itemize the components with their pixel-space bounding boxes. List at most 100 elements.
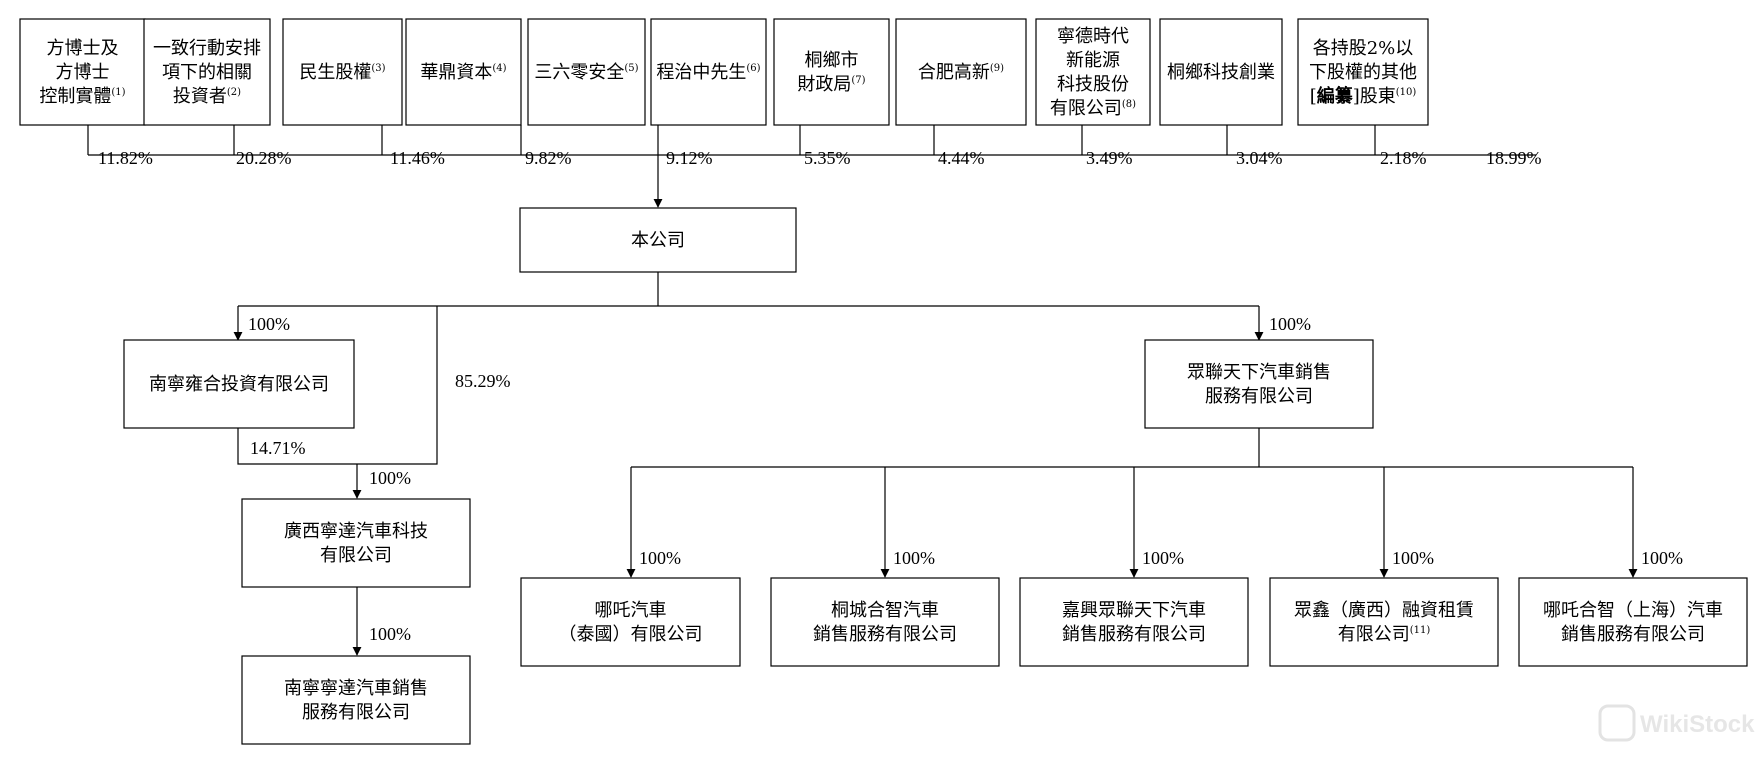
shareholder-box-3-frame: [282, 18, 403, 126]
shareholder-pct-2: 20.28%: [236, 148, 292, 168]
entity-name-segment: 銷售服務有限公司: [1561, 624, 1705, 645]
percentage-labels: 11.82%20.28%11.46%9.82%9.12%5.35%4.44%3.…: [98, 148, 1683, 644]
subsidiary-pct-2: 100%: [893, 548, 935, 568]
shareholder-box-2-line-3: 投資者(2)​: [173, 86, 241, 107]
entity-name-segment: 桐城合智汽車: [831, 600, 939, 621]
subsidiary-box-4-line-2: 有限公司(11)​: [1338, 624, 1431, 645]
subsidiary-pct-1: 100%: [639, 548, 681, 568]
shareholder-box-10: 桐鄉科技創業: [1159, 18, 1283, 126]
shareholder-box-9-line-4: 有限公司(8)​: [1050, 98, 1136, 119]
entity-name-segment: 眾鑫（廣西）融資租賃: [1294, 600, 1474, 621]
entity-name-segment: 有限公司: [1050, 98, 1122, 119]
entity-name-segment: 哪吒汽車: [595, 600, 667, 621]
shareholder-box-9-frame: [1035, 18, 1151, 126]
nanning-yonghe-pct-out: 14.71%: [250, 438, 306, 458]
entity-name-segment: 項下的相關: [162, 62, 252, 83]
shareholder-box-2-line-1: 一致行動安排: [153, 38, 261, 59]
zhonglian-box-line-1: 眾聯天下汽車銷售: [1187, 362, 1331, 383]
entity-name-segment: 財政局: [797, 74, 851, 95]
subsidiary-box-2-frame: [770, 577, 1000, 667]
entity-name-segment: [: [1310, 86, 1317, 107]
footnote-marker: (4): [492, 63, 506, 74]
subsidiary-box-5-frame: [1518, 577, 1748, 667]
shareholder-pct-6: 5.35%: [804, 148, 851, 168]
shareholder-box-5: 三六零安全(5)​: [527, 18, 646, 126]
wikistock-watermark: WikiStock: [1598, 704, 1755, 742]
entity-name-segment: 哪吒合智（上海）汽車: [1543, 600, 1723, 621]
entity-name-segment: 投資者: [173, 86, 227, 107]
shareholder-box-11-line-3: [編纂]股東(10)​: [1310, 85, 1417, 107]
watermark-text: WikiStock: [1640, 711, 1755, 738]
subsidiary-pct-4: 100%: [1392, 548, 1434, 568]
entity-boxes: 方博士及方博士控制實體(1)​一致行動安排項下的相關投資者(2)​民生股權(3)…: [19, 18, 1748, 745]
entity-name-segment: 寧德時代: [1057, 26, 1129, 47]
entity-name-segment: 廣西寧達汽車科技: [284, 521, 428, 542]
shareholder-box-1-line-2: 方博士: [56, 62, 110, 83]
subsidiary-box-3-line-1: 嘉興眾聯天下汽車: [1062, 600, 1206, 621]
entity-name-segment: 嘉興眾聯天下汽車: [1062, 600, 1206, 621]
guangxi-nezha-box-frame: [241, 498, 471, 588]
watermark-logo-icon: [1598, 704, 1636, 742]
entity-name-segment: 新能源: [1066, 50, 1120, 71]
shareholder-box-10-frame: [1159, 18, 1283, 126]
subsidiary-box-5-line-1: 哪吒合智（上海）汽車: [1543, 600, 1723, 621]
footnote-marker: (2): [227, 87, 241, 98]
entity-name-segment: 眾聯天下汽車銷售: [1187, 362, 1331, 383]
nanning-yonghe-pct-in: 100%: [248, 314, 290, 334]
shareholder-box-8-line-1: 合肥高新(9)​: [918, 62, 1004, 83]
entity-name-segment: （泰國）有限公司: [559, 624, 703, 645]
entity-name-segment: 桐鄉科技創業: [1167, 62, 1275, 83]
shareholder-box-1-line-1: 方博士及: [47, 38, 119, 59]
shareholder-box-6-line-1: 程治中先生(6)​: [656, 62, 760, 83]
company-box-line-1: 本公司: [631, 230, 685, 251]
entity-name-segment: 華鼎資本: [420, 62, 492, 83]
shareholder-box-3: 民生股權(3)​: [282, 18, 403, 126]
entity-name-segment: 下股權的其他: [1309, 62, 1417, 83]
entity-name-segment: 一致行動安排: [153, 38, 261, 59]
footnote-marker: (7): [851, 75, 865, 86]
entity-name-segment: 有限公司: [320, 545, 392, 566]
entity-name-segment: 科技股份: [1057, 74, 1129, 95]
subsidiary-box-1-line-2: （泰國）有限公司: [559, 624, 703, 645]
shareholder-pct-7: 4.44%: [938, 148, 985, 168]
footnote-marker: (1): [111, 87, 125, 98]
entity-name-segment: 桐鄉市: [805, 50, 859, 71]
shareholder-box-10-line-1: 桐鄉科技創業: [1167, 62, 1275, 83]
shareholder-box-7-frame: [773, 18, 890, 126]
shareholder-box-7-line-2: 財政局(7)​: [797, 74, 865, 95]
entity-name-segment: 南寧寧達汽車銷售: [284, 678, 428, 699]
guangxi-nezha-box-line-1: 廣西寧達汽車科技: [284, 521, 428, 542]
shareholder-box-6-frame: [650, 18, 767, 126]
subsidiary-box-3-line-2: 銷售服務有限公司: [1062, 624, 1206, 645]
guangxi-pct-in: 100%: [369, 468, 411, 488]
subsidiary-pct-5: 100%: [1641, 548, 1683, 568]
shareholder-box-2-frame: [143, 18, 271, 126]
entity-name-segment: 各持股2%以: [1313, 38, 1414, 59]
shareholder-box-6: 程治中先生(6)​: [650, 18, 767, 126]
zhonglian-pct-in: 100%: [1269, 314, 1311, 334]
yonghe-to-guangxi-line: [237, 428, 357, 465]
shareholder-box-9-line-3: 科技股份: [1057, 74, 1129, 95]
nanning-sales-box-frame: [241, 655, 471, 745]
shareholder-box-8: 合肥高新(9)​: [895, 18, 1027, 126]
nanning-yonghe-box-line-1: 南寧雍合投資有限公司: [149, 374, 329, 395]
nanning-yonghe-box: 南寧雍合投資有限公司: [123, 339, 355, 429]
nanning-sales-box-line-2: 服務有限公司: [302, 702, 410, 723]
entity-name-segment: 銷售服務有限公司: [1062, 624, 1206, 645]
entity-name-segment: 三六零安全: [534, 62, 624, 83]
shareholder-pct-3: 11.46%: [390, 148, 445, 168]
subsidiary-box-1-frame: [520, 577, 741, 667]
entity-name-segment: 方博士: [56, 62, 110, 83]
shareholder-box-5-frame: [527, 18, 646, 126]
shareholder-pct-5: 9.12%: [666, 148, 713, 168]
shareholder-box-9-line-1: 寧德時代: [1057, 26, 1129, 47]
zhonglian-box-frame: [1144, 339, 1374, 429]
footnote-marker: (11): [1410, 625, 1431, 636]
